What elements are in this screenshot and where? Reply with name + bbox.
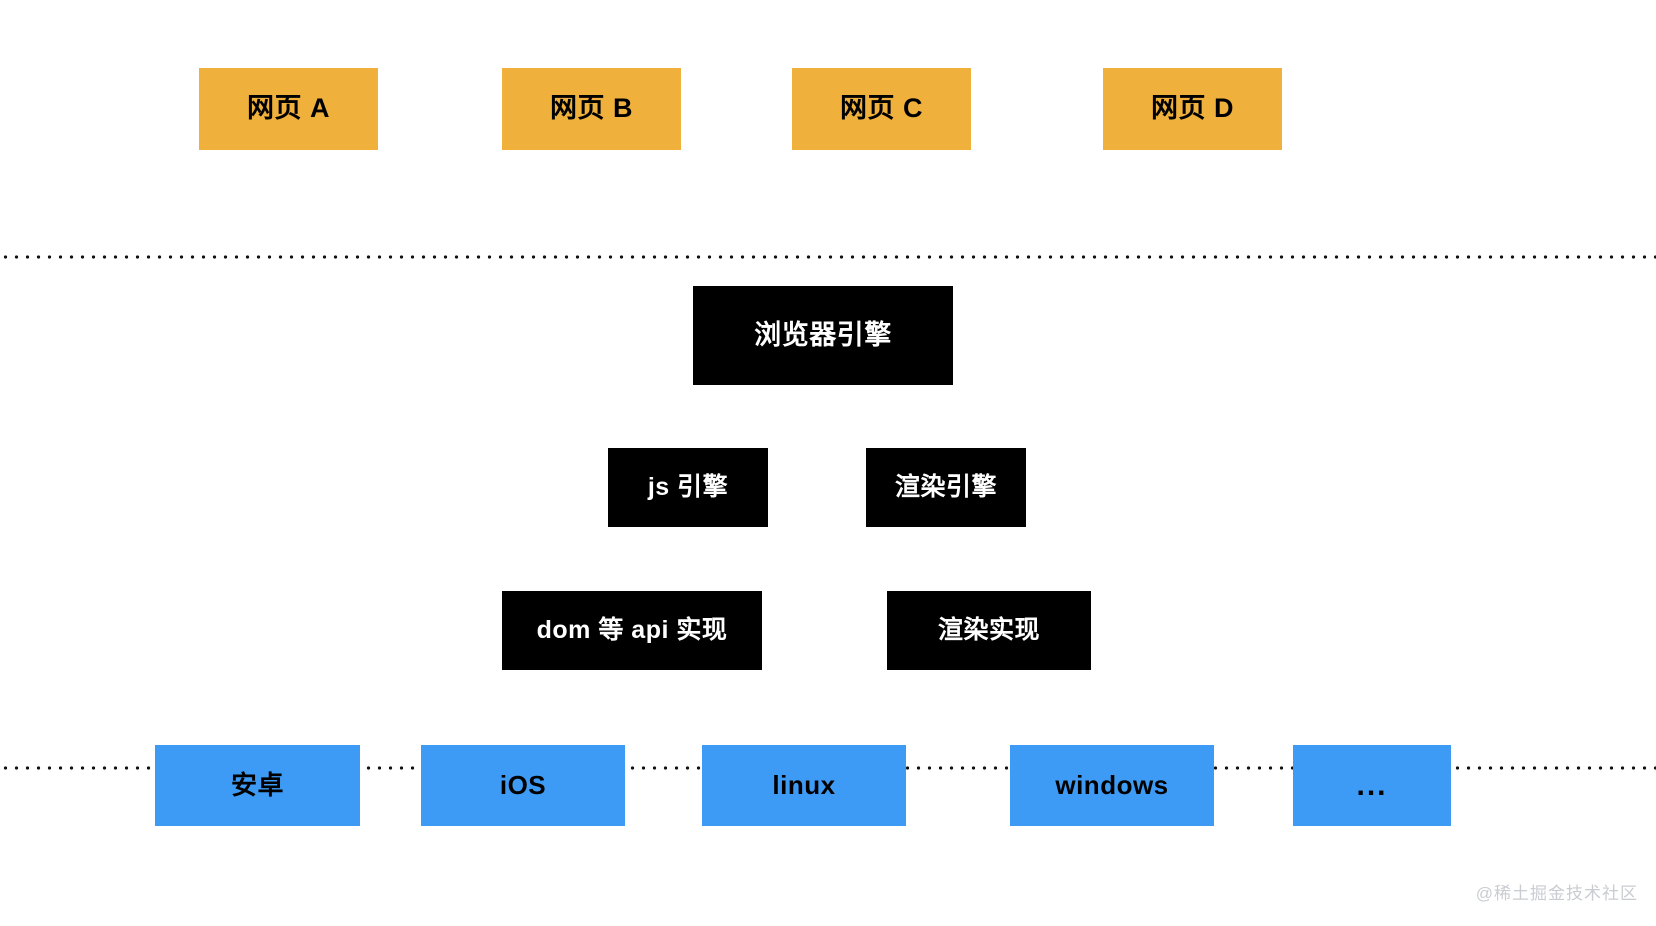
js-engine-box: js 引擎 — [608, 448, 768, 527]
web-page-label-b: 网页 B — [550, 93, 633, 124]
os-label-linux: linux — [772, 770, 836, 801]
render-engine-box: 渲染引擎 — [866, 448, 1026, 527]
os-box-android: 安卓 — [155, 745, 360, 826]
render-impl-box: 渲染实现 — [887, 591, 1091, 670]
os-label-more: ... — [1356, 769, 1388, 802]
watermark: @稀土掘金技术社区 — [1475, 884, 1638, 903]
js-engine-label: js 引擎 — [647, 472, 729, 501]
os-box-linux: linux — [702, 745, 906, 826]
os-label-windows: windows — [1055, 770, 1169, 801]
web-page-box-d: 网页 D — [1103, 68, 1282, 150]
dom-api-impl-label: dom 等 api 实现 — [536, 615, 728, 644]
web-page-box-b: 网页 B — [502, 68, 681, 150]
os-label-ios: iOS — [499, 770, 547, 801]
dom-api-impl-box: dom 等 api 实现 — [502, 591, 762, 670]
browser-engine-box: 浏览器引擎 — [693, 286, 953, 385]
web-page-label-a: 网页 A — [247, 93, 330, 124]
os-label-android: 安卓 — [230, 770, 284, 801]
web-page-label-d: 网页 D — [1151, 93, 1234, 124]
os-box-windows: windows — [1010, 745, 1214, 826]
os-box-ios: iOS — [421, 745, 625, 826]
divider-pages-engine — [0, 255, 1656, 259]
render-engine-label: 渲染引擎 — [894, 472, 997, 501]
web-page-box-c: 网页 C — [792, 68, 971, 150]
render-impl-label: 渲染实现 — [937, 615, 1040, 644]
web-page-label-c: 网页 C — [840, 93, 923, 124]
os-box-more: ... — [1293, 745, 1451, 826]
browser-engine-label: 浏览器引擎 — [754, 319, 892, 350]
web-page-box-a: 网页 A — [199, 68, 378, 150]
